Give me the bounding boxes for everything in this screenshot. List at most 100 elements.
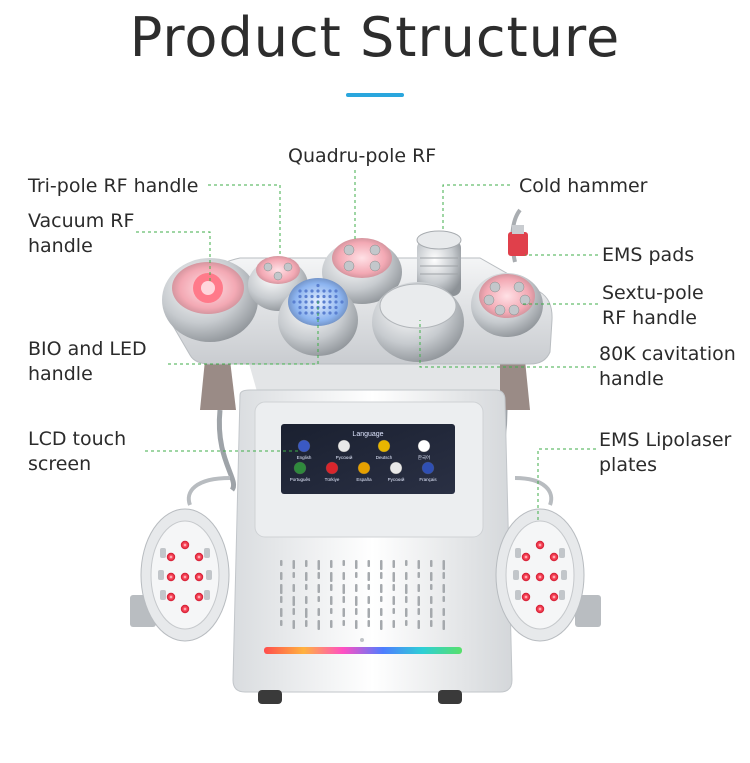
language-flag-icon[interactable] (297, 439, 311, 453)
vent-slot (280, 560, 283, 566)
label-lcd-line2: screen (28, 453, 92, 475)
language-flag-icon[interactable] (357, 461, 371, 475)
red-led (549, 552, 559, 562)
cavitation-handle (372, 282, 464, 362)
red-led (180, 540, 190, 550)
vent-slot (367, 572, 370, 581)
vent-slot (405, 596, 408, 603)
label-sextu-pole-line1: Sextu-pole (602, 282, 704, 304)
vent-slot (342, 620, 345, 626)
vent-slot (405, 584, 408, 594)
vent-slot (355, 620, 358, 629)
electrode-pad (204, 590, 210, 600)
vent-slot (317, 560, 320, 570)
red-led (166, 552, 176, 562)
vent-slot (405, 572, 408, 580)
vent-slot (317, 608, 320, 616)
label-lcd-line1: LCD touch (28, 428, 127, 450)
bio-pin (304, 289, 308, 293)
bio-pin (322, 300, 326, 304)
language-label[interactable]: 한국어 (418, 454, 430, 461)
vent-slot (405, 560, 408, 566)
language-label[interactable]: Deutsch (376, 455, 393, 460)
bio-pin (298, 289, 302, 293)
label-vacuum-rf: Vacuum RF handle (28, 209, 134, 259)
vent-slot (280, 584, 283, 594)
bio-pin (316, 289, 320, 293)
vent-slot (292, 608, 295, 615)
vent-slot (392, 560, 395, 568)
vent-slot (330, 620, 333, 628)
vent-slot (380, 572, 383, 579)
vent-slot (280, 608, 283, 617)
electrode-pad (561, 570, 567, 580)
bio-pin (310, 311, 314, 315)
bio-pin (328, 311, 332, 315)
left-lipolaser-plate (130, 508, 230, 642)
red-led (535, 572, 545, 582)
vent-slot (317, 620, 320, 630)
bio-pin (316, 283, 320, 288)
label-tri-pole-rf: Tri-pole RF handle (28, 175, 199, 197)
language-flag-icon[interactable] (377, 439, 391, 453)
vent-slot (280, 596, 283, 603)
bio-pin (340, 300, 344, 304)
vent-slot (292, 584, 295, 592)
red-led (549, 592, 559, 602)
vent-slot (417, 620, 420, 629)
language-label[interactable]: Türkiye (325, 477, 340, 482)
vent-slot (317, 596, 320, 602)
right-lipolaser-plate (495, 508, 601, 642)
vent-slot (392, 596, 395, 605)
label-vacuum-rf-line2: handle (28, 235, 93, 257)
vent-slot (330, 560, 333, 568)
label-bio-led-line2: handle (28, 363, 93, 385)
language-flag-icon[interactable] (293, 461, 307, 475)
language-flag-icon[interactable] (421, 461, 435, 475)
language-label[interactable]: Français (419, 477, 437, 482)
red-led (180, 604, 190, 614)
bio-pin (304, 305, 308, 310)
vent-slot (442, 572, 445, 579)
bio-pin (334, 311, 338, 315)
language-flag-icon[interactable] (325, 461, 339, 475)
vent-slot (380, 584, 383, 593)
title-underline (346, 93, 404, 97)
label-cavitation-line1: 80K cavitation (599, 343, 736, 365)
vent-slot (305, 584, 308, 590)
vent-slot (442, 608, 445, 616)
vent-slot (342, 608, 345, 617)
vent-slot (355, 608, 358, 615)
language-label[interactable]: Pусский (388, 476, 405, 482)
page-title: Product Structure (129, 6, 621, 69)
language-label[interactable]: Pусский (336, 454, 353, 460)
vent-slot (292, 596, 295, 606)
bio-pin (328, 300, 332, 304)
language-flag-icon[interactable] (337, 439, 351, 453)
vent-slot (392, 620, 395, 628)
red-led (521, 552, 531, 562)
vent-slot (292, 572, 295, 578)
language-flag-icon[interactable] (417, 439, 431, 453)
label-lcd: LCD touch screen (28, 427, 126, 477)
vent-grille (280, 560, 445, 630)
vacuum-rf-handle (162, 258, 258, 342)
label-sextu-pole: Sextu-pole RF handle (602, 281, 704, 331)
bio-pin (316, 316, 320, 321)
electrode-pad (158, 570, 164, 580)
language-label[interactable]: English (297, 455, 312, 460)
bio-pin (298, 305, 302, 310)
vent-slot (355, 560, 358, 569)
label-cavitation-line2: handle (599, 368, 664, 390)
language-flag-icon[interactable] (389, 461, 403, 475)
vent-slot (292, 620, 295, 629)
bio-pin (292, 300, 296, 304)
bio-pin (316, 294, 320, 299)
language-label[interactable]: Português (290, 477, 311, 482)
language-label[interactable]: España (356, 477, 372, 482)
vent-slot (392, 584, 395, 591)
vent-slot (430, 620, 433, 627)
right-foot (438, 690, 462, 704)
bio-pin (334, 300, 338, 304)
